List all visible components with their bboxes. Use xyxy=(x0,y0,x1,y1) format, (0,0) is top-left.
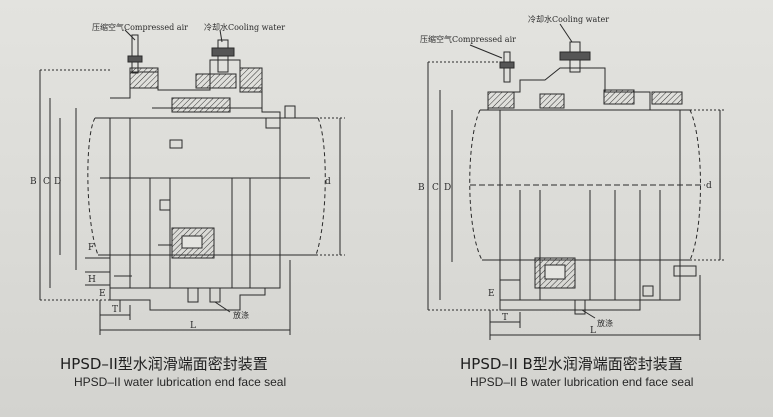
dim-label-d-upper: D xyxy=(444,183,451,193)
dim-label-b: B xyxy=(418,183,425,193)
left-seal-drawing xyxy=(39,29,345,335)
compressed-air-label: 压缩空气Compressed air xyxy=(92,22,188,32)
right-seal-drawing xyxy=(427,23,725,340)
dim-label-c: C xyxy=(43,177,50,187)
cooling-water-label: 冷却水Cooling water xyxy=(528,14,609,24)
left-caption-chinese: HPSD–II型水润滑端面密封装置 xyxy=(60,355,268,373)
drain-label: 放涤 xyxy=(233,310,249,320)
left-dimension-labels: B C D d F H E T L 放涤 压缩空气Compressed air … xyxy=(30,22,331,331)
right-caption-chinese: HPSD–II B型水润滑端面密封装置 xyxy=(460,355,683,373)
dim-label-t: T xyxy=(502,313,508,323)
compressed-air-label: 压缩空气Compressed air xyxy=(420,34,516,44)
dim-label-d-lower: d xyxy=(325,177,331,187)
dim-label-b: B xyxy=(30,177,37,187)
dim-label-l: L xyxy=(590,326,596,336)
right-dimension-labels: B C D d E T L 放涤 压缩空气Compressed air 冷却水C… xyxy=(418,14,712,336)
dim-label-e: E xyxy=(488,289,495,299)
dim-label-f: F xyxy=(88,243,94,253)
right-caption-english: HPSD–II B water lubrication end face sea… xyxy=(470,375,694,389)
left-caption-english: HPSD–II water lubrication end face seal xyxy=(74,375,287,389)
dim-label-e: E xyxy=(99,289,106,299)
dim-label-l: L xyxy=(190,321,196,331)
dim-label-t: T xyxy=(112,305,118,315)
drain-label: 放涤 xyxy=(597,318,613,328)
dim-label-c: C xyxy=(432,183,439,193)
dim-label-h: H xyxy=(88,275,96,285)
dim-label-d-lower: d xyxy=(706,181,712,191)
cooling-water-label: 冷却水Cooling water xyxy=(204,22,285,32)
dim-label-d-upper: D xyxy=(54,177,61,187)
